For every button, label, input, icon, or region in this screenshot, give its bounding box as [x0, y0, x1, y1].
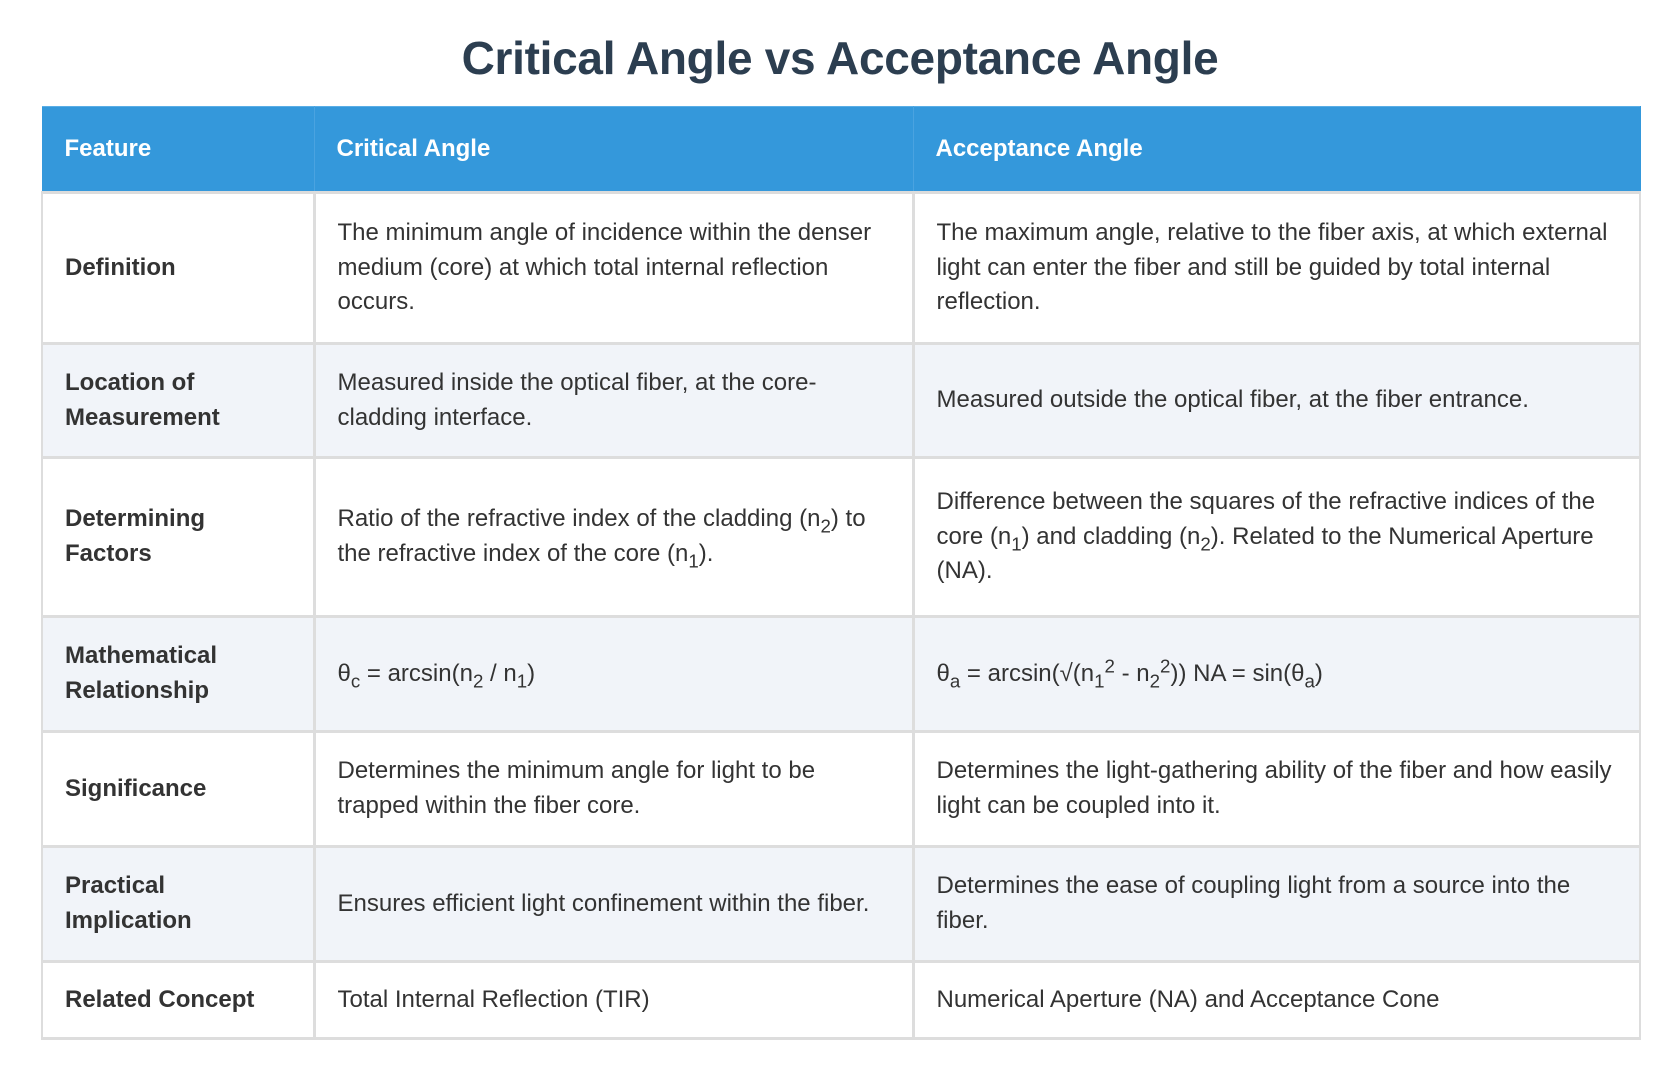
feature-cell: Mathematical Relationship: [41, 615, 316, 733]
acceptance-cell: The maximum angle, relative to the fiber…: [911, 191, 1641, 345]
subscript: 1: [516, 670, 528, 692]
comparison-table: Feature Critical Angle Acceptance Angle …: [41, 106, 1641, 1040]
text-part: ): [527, 659, 536, 687]
text-part: ).: [698, 540, 714, 567]
acceptance-cell: Measured outside the optical fiber, at t…: [911, 342, 1641, 459]
critical-cell: Ratio of the refractive index of the cla…: [312, 456, 915, 618]
text-part: ) and cladding (n: [1021, 522, 1201, 550]
subscript: 1: [1094, 670, 1105, 692]
critical-cell: Measured inside the optical fiber, at th…: [312, 342, 915, 459]
subscript: c: [350, 670, 361, 692]
text-part: Ratio of the refractive index of the cla…: [337, 505, 821, 533]
row-location-of-measurement: Location of Measurement Measured inside …: [41, 342, 1641, 459]
superscript: 2: [1160, 655, 1171, 677]
theta-symbol: θ: [936, 659, 950, 687]
critical-formula-cell: θc = arcsin(n2 / n1): [312, 615, 915, 733]
header-feature: Feature: [41, 106, 315, 194]
row-mathematical-relationship: Mathematical Relationship θc = arcsin(n2…: [41, 615, 1641, 733]
acceptance-cell: Numerical Aperture (NA) and Acceptance C…: [911, 960, 1641, 1040]
acceptance-cell: Determines the light-gathering ability o…: [911, 730, 1641, 848]
subscript: 2: [820, 515, 831, 537]
feature-cell: Determining Factors: [41, 456, 316, 618]
subscript: 1: [688, 550, 699, 572]
theta-symbol: θ: [337, 659, 351, 687]
feature-cell: Location of Measurement: [41, 342, 316, 459]
header-row: Feature Critical Angle Acceptance Angle: [41, 106, 1641, 194]
header-critical-angle: Critical Angle: [313, 106, 914, 194]
table-body: Definition The minimum angle of incidenc…: [41, 191, 1641, 1040]
table-header: Feature Critical Angle Acceptance Angle: [41, 106, 1641, 194]
text-part: = arcsin(√(n: [960, 659, 1095, 687]
text-part: ) to the refractive index of the core (n: [337, 505, 866, 567]
feature-cell: Practical Implication: [41, 845, 316, 963]
text-part: / n: [483, 659, 517, 687]
row-related-concept: Related Concept Total Internal Reflectio…: [41, 960, 1641, 1040]
critical-cell: Ensures efficient light confinement with…: [312, 845, 915, 963]
text-part: = arcsin(n: [360, 659, 473, 687]
subscript: 2: [472, 670, 484, 692]
row-practical-implication: Practical Implication Ensures efficient …: [41, 845, 1641, 963]
feature-cell: Significance: [41, 730, 316, 848]
feature-cell: Definition: [41, 191, 316, 345]
header-acceptance-angle: Acceptance Angle: [912, 106, 1641, 194]
critical-cell: Total Internal Reflection (TIR): [312, 960, 915, 1040]
text-part: )) NA = sin(θ: [1170, 659, 1305, 687]
subscript: 2: [1200, 533, 1211, 555]
critical-cell: The minimum angle of incidence within th…: [312, 191, 915, 345]
text-part: Difference between the squares of the re…: [936, 487, 1596, 550]
page-title: Critical Angle vs Acceptance Angle: [461, 32, 1219, 84]
row-significance: Significance Determines the minimum angl…: [41, 730, 1641, 848]
subscript: 1: [1011, 533, 1022, 555]
superscript: 2: [1104, 655, 1115, 677]
subscript: a: [949, 670, 961, 692]
row-definition: Definition The minimum angle of incidenc…: [41, 191, 1641, 345]
feature-cell: Related Concept: [41, 960, 316, 1040]
text-part: ): [1314, 659, 1323, 687]
acceptance-formula-cell: θa = arcsin(√(n12 - n22)) NA = sin(θa): [911, 615, 1641, 733]
subscript: 2: [1149, 670, 1161, 692]
acceptance-cell: Difference between the squares of the re…: [911, 456, 1641, 618]
row-determining-factors: Determining Factors Ratio of the refract…: [41, 456, 1641, 618]
acceptance-cell: Determines the ease of coupling light fr…: [911, 845, 1641, 963]
critical-cell: Determines the minimum angle for light t…: [312, 730, 915, 848]
text-part: - n: [1114, 659, 1150, 687]
subscript: a: [1304, 670, 1315, 692]
text-part: ). Related to the Numerical Aperture (NA…: [936, 522, 1594, 585]
